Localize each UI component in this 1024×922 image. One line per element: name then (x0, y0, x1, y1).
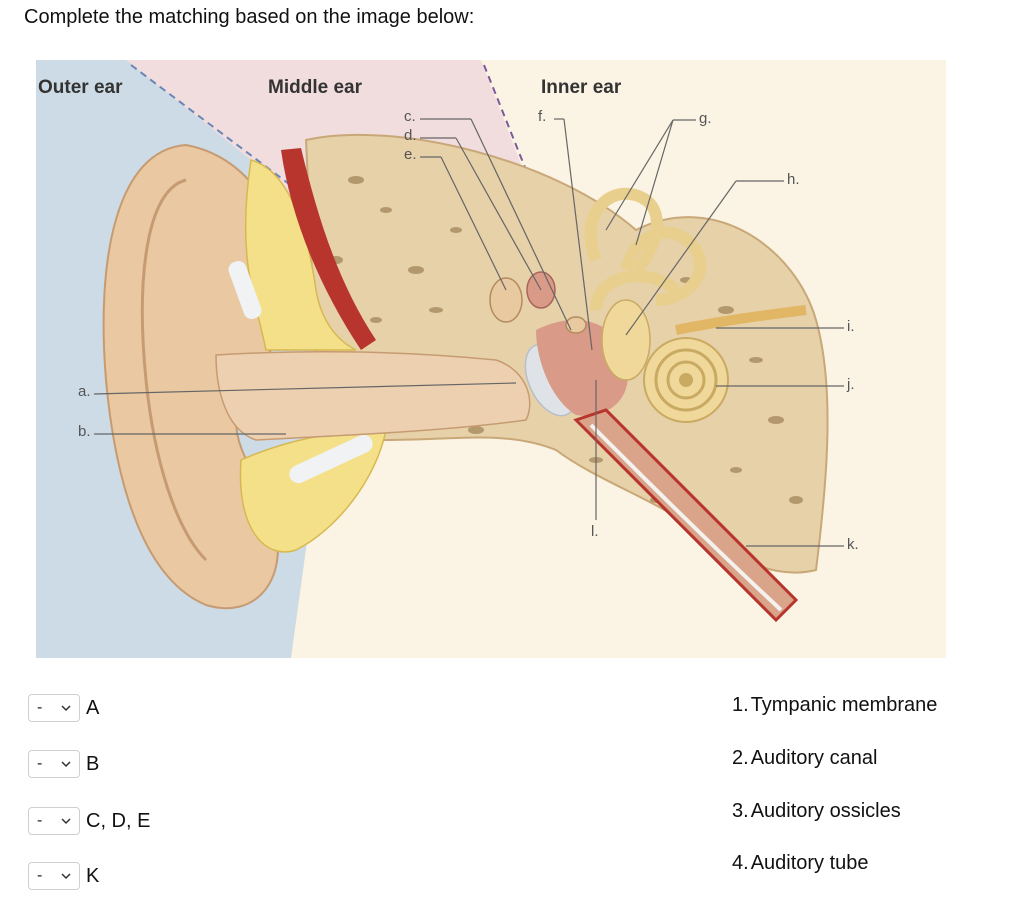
inner-ear-label: Inner ear (541, 77, 622, 98)
label-i: i. (847, 318, 855, 335)
match-select-a[interactable]: - (28, 694, 80, 722)
match-row-label: B (86, 752, 100, 775)
select-value: - (37, 812, 43, 829)
label-a: a. (78, 383, 91, 400)
answer-number: 1. (732, 694, 749, 716)
auditory-tube-lumen (589, 423, 783, 612)
label-c: c. (404, 108, 416, 125)
match-select-k[interactable]: - (28, 862, 80, 890)
label-f: f. (538, 108, 547, 125)
answer-4: 4.Auditory tube (732, 852, 869, 875)
answer-number: 4. (732, 852, 749, 874)
chevron-down-icon (61, 705, 71, 712)
answer-number: 2. (732, 747, 749, 769)
select-value: - (37, 867, 43, 884)
match-row-label: K (86, 864, 100, 887)
match-row-a: - A (28, 693, 99, 723)
answer-1: 1.Tympanic membrane (732, 694, 937, 717)
match-row-cde: - C, D, E (28, 806, 150, 836)
lower-cartilage-plate (289, 434, 373, 484)
answer-text: Auditory canal (750, 747, 878, 769)
chevron-down-icon (61, 761, 71, 768)
middle-ear-label: Middle ear (268, 77, 362, 98)
leader-lines (93, 118, 844, 547)
answer-text: Auditory ossicles (750, 800, 901, 822)
answer-text: Auditory tube (750, 852, 869, 874)
vestibule-shape (601, 299, 651, 381)
answer-text: Tympanic membrane (750, 694, 938, 716)
match-row-b: - B (28, 749, 99, 779)
vestibulocochlear-nerve (675, 305, 807, 335)
semicircular-canal-1 (584, 187, 663, 275)
upper-cartilage-plate (228, 260, 262, 320)
ear-diagram (36, 60, 946, 658)
match-row-label: C, D, E (86, 809, 151, 832)
label-b: b. (78, 423, 91, 440)
answer-3: 3.Auditory ossicles (732, 800, 901, 823)
semicircular-canal-2 (620, 226, 707, 306)
outer-ear-label: Outer ear (38, 77, 123, 98)
select-value: - (37, 755, 43, 772)
question-text: Complete the matching based on the image… (24, 6, 475, 28)
label-l: l. (591, 523, 599, 540)
match-select-b[interactable]: - (28, 750, 80, 778)
select-value: - (37, 699, 43, 716)
cochlea-shape (643, 337, 729, 423)
match-row-label: A (86, 696, 100, 719)
label-h: h. (787, 171, 800, 188)
label-d: d. (404, 127, 417, 144)
chevron-down-icon (61, 873, 71, 880)
answer-number: 3. (732, 800, 749, 822)
temporal-muscle (281, 148, 376, 350)
match-select-cde[interactable]: - (28, 807, 80, 835)
chevron-down-icon (61, 818, 71, 825)
answer-2: 2.Auditory canal (732, 747, 877, 770)
auricle-fold (140, 178, 208, 562)
label-g: g. (699, 110, 712, 127)
semicircular-canal-3 (590, 270, 680, 311)
malleus-shape (489, 277, 523, 323)
match-row-k: - K (28, 861, 99, 891)
label-j: j. (847, 376, 855, 393)
label-e: e. (404, 146, 417, 163)
ear-anatomy-figure: Outer ear Middle ear Inner ear a. b. c. … (36, 60, 946, 658)
label-k: k. (847, 536, 859, 553)
